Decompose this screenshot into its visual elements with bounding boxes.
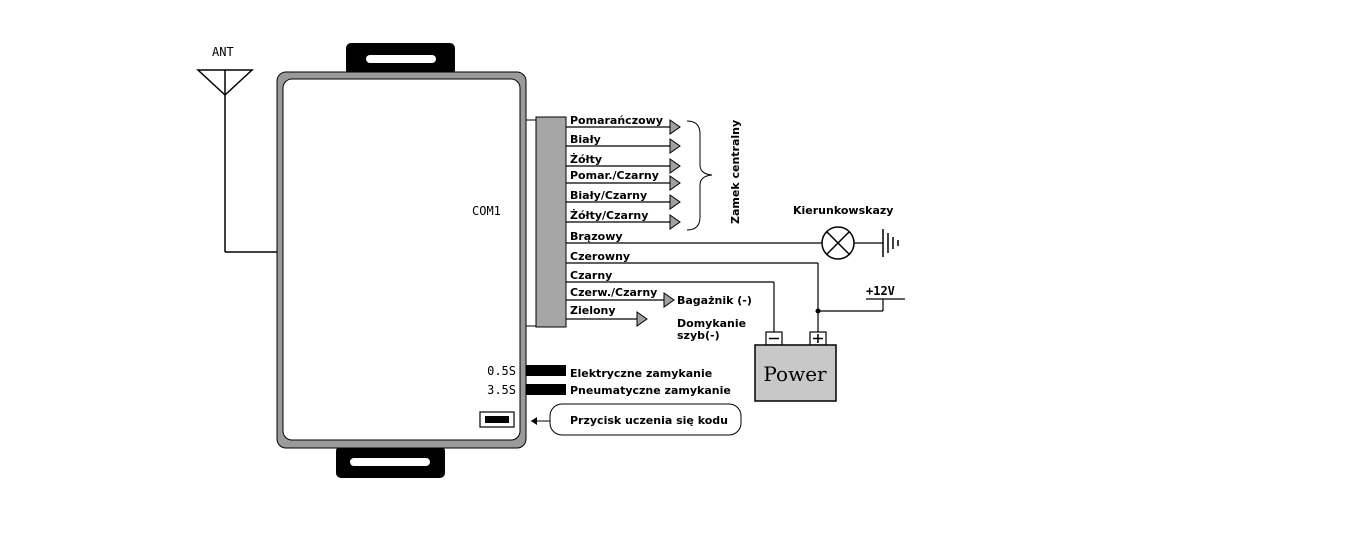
wire-red — [566, 262, 819, 332]
wire-green — [566, 311, 648, 327]
wire-orange-black — [566, 175, 681, 191]
wire-label-white: Biały — [570, 133, 601, 146]
ground-icon — [882, 229, 899, 257]
wire-label-green: Zielony — [570, 304, 616, 317]
windows-label-line1: Domykanie — [677, 317, 746, 330]
wire-label-orange: Pomarańczowy — [570, 114, 663, 127]
trunk-label: Bagażnik (-) — [677, 294, 752, 307]
bottom-mount-tab — [336, 446, 445, 478]
wire-label-red: Czerowny — [570, 250, 630, 263]
antenna-icon — [196, 69, 278, 253]
wire-orange — [566, 119, 681, 135]
learn-code-button — [479, 411, 515, 428]
wire-white — [566, 138, 681, 154]
learn-code-callout — [531, 403, 742, 436]
wire-label-red-black: Czerw./Czarny — [570, 286, 657, 299]
jumper-time-1: 3.5S — [487, 383, 516, 397]
wire-label-black: Czarny — [570, 269, 612, 282]
wire-yellow — [566, 158, 681, 174]
indicator-lamp-icon — [821, 226, 883, 260]
wire-red-black — [566, 292, 675, 308]
jumper-label-electric: Elektryczne zamykanie — [570, 367, 712, 380]
plus-12v-line — [815, 298, 905, 314]
jumper-time-0: 0.5S — [487, 364, 516, 378]
wire-label-white-black: Biały/Czarny — [570, 189, 647, 202]
top-mount-tab — [346, 43, 455, 75]
voltage-label: +12V — [866, 284, 895, 298]
wire-label-yellow: Żółty — [570, 152, 602, 166]
wire-yellow-black — [566, 214, 681, 230]
wire-label-orange-black: Pomar./Czarny — [570, 169, 659, 182]
com1-label: COM1 — [472, 204, 501, 218]
battery-label: Power — [763, 362, 827, 386]
learn-code-label: Przycisk uczenia się kodu — [570, 414, 728, 427]
indicators-label: Kierunkowskazy — [793, 204, 893, 217]
wire-label-brown: Brązowy — [570, 230, 623, 243]
central-lock-label: Zamek centralny — [729, 120, 742, 224]
wire-white-black — [566, 194, 681, 210]
jumper-label-pneumatic: Pneumatyczne zamykanie — [570, 384, 731, 397]
windows-label-line2: szyb(-) — [677, 329, 720, 342]
jumper-wire-electric — [526, 365, 566, 376]
central-lock-brace — [686, 120, 713, 231]
battery-icon — [754, 331, 837, 402]
connector-socket — [525, 119, 537, 327]
wire-black — [566, 281, 775, 332]
alarm-module — [276, 71, 527, 449]
wire-label-yellow-black: Żółty/Czarny — [570, 208, 648, 222]
jumper-wire-pneumatic — [526, 384, 566, 395]
connector-block — [535, 116, 567, 328]
antenna-label: ANT — [212, 45, 234, 59]
